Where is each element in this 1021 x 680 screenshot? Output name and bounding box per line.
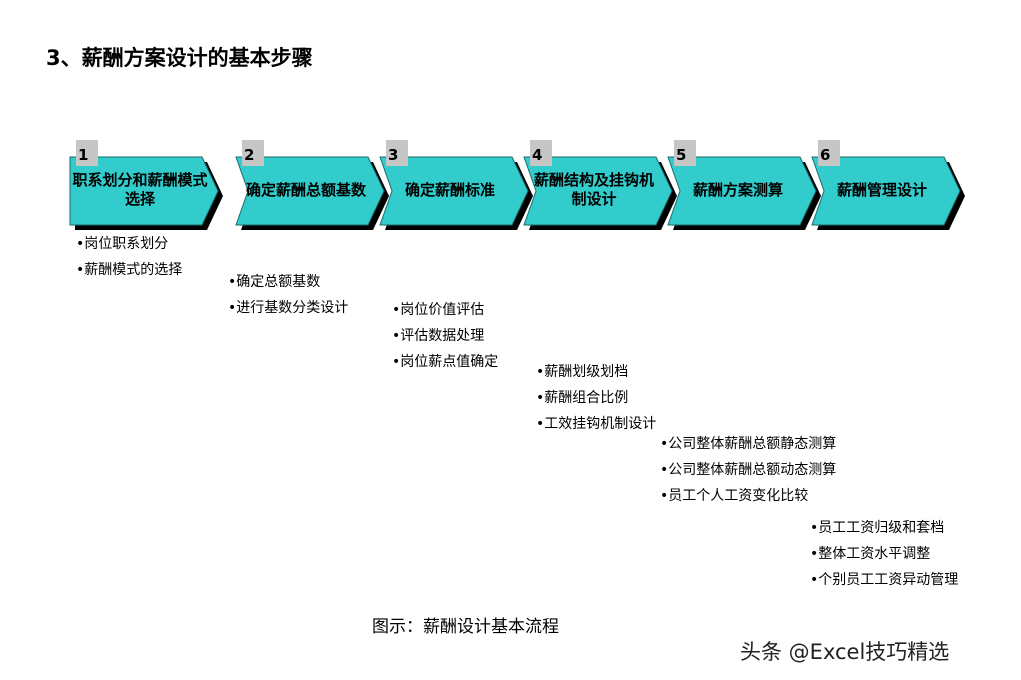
step-item: 薪酬组合比例	[536, 390, 686, 407]
arrow-body	[811, 156, 961, 226]
stage-6-label: 薪酬管理设计	[836, 180, 927, 199]
step-item: 员工工资归级和套档	[810, 520, 1020, 537]
stage-2: 2 确定薪酬总额基数	[235, 140, 389, 232]
stage-3-number: 3	[386, 140, 408, 166]
stage-1-number: 1	[76, 140, 98, 166]
stage-6-arrow-shape	[811, 156, 965, 230]
stage-2-label: 确定薪酬总额基数	[245, 180, 366, 199]
arrow-body	[235, 156, 385, 226]
stage-1-arrow-shape	[69, 156, 223, 230]
step-item: 公司整体薪酬总额动态测算	[660, 462, 910, 479]
figure-caption: 图示：薪酬设计基本流程	[372, 617, 559, 637]
step-item: 个别员工工资异动管理	[810, 572, 1020, 589]
stage-1: 1 职系划分和薪酬模式选择	[69, 140, 223, 232]
step-item: 岗位薪点值确定	[392, 354, 522, 371]
stage-4-number: 4	[530, 140, 552, 166]
stage-3-steps: 岗位价值评估 评估数据处理 岗位薪点值确定	[392, 302, 522, 380]
arrow-body	[667, 156, 817, 226]
stage-3-label: 确定薪酬标准	[404, 180, 495, 199]
stage-5-number: 5	[674, 140, 696, 166]
step-item: 薪酬模式的选择	[76, 262, 236, 279]
step-item: 确定总额基数	[228, 274, 396, 291]
stage-4: 4 薪酬结构及挂钩机制设计	[523, 140, 677, 232]
step-item: 整体工资水平调整	[810, 546, 1020, 563]
step-item: 岗位职系划分	[76, 236, 236, 253]
arrow-body	[69, 156, 219, 226]
stage-4-label: 薪酬结构及挂钩机制设计	[533, 171, 654, 208]
stage-4-arrow-shape	[523, 156, 677, 230]
page-title: 3、薪酬方案设计的基本步骤	[46, 46, 313, 70]
step-item: 评估数据处理	[392, 328, 522, 345]
stage-4-steps: 薪酬划级划档 薪酬组合比例 工效挂钩机制设计	[536, 364, 686, 442]
stage-2-arrow-shape	[235, 156, 389, 230]
arrow-body	[523, 156, 673, 226]
stage-1-label: 职系划分和薪酬模式选择	[72, 171, 208, 208]
watermark: 头条 @Excel技巧精选	[740, 640, 950, 664]
stage-2-number: 2	[242, 140, 264, 166]
stage-5-label: 薪酬方案测算	[692, 180, 783, 199]
stage-6-steps: 员工工资归级和套档 整体工资水平调整 个别员工工资异动管理	[810, 520, 1020, 598]
step-item: 员工个人工资变化比较	[660, 488, 910, 505]
stage-6-number: 6	[818, 140, 840, 166]
step-item: 工效挂钩机制设计	[536, 416, 686, 433]
arrow-body	[379, 156, 529, 226]
stage-5-steps: 公司整体薪酬总额静态测算 公司整体薪酬总额动态测算 员工个人工资变化比较	[660, 436, 910, 514]
stage-3: 3 确定薪酬标准	[379, 140, 533, 232]
step-item: 进行基数分类设计	[228, 300, 396, 317]
stage-5: 5 薪酬方案测算	[667, 140, 821, 232]
step-item: 薪酬划级划档	[536, 364, 686, 381]
stage-5-arrow-shape	[667, 156, 821, 230]
step-item: 岗位价值评估	[392, 302, 522, 319]
stage-2-steps: 确定总额基数 进行基数分类设计	[228, 274, 396, 326]
stage-6: 6 薪酬管理设计	[811, 140, 965, 232]
stage-1-steps: 岗位职系划分 薪酬模式的选择	[76, 236, 236, 288]
step-item: 公司整体薪酬总额静态测算	[660, 436, 910, 453]
stage-3-arrow-shape	[379, 156, 533, 230]
